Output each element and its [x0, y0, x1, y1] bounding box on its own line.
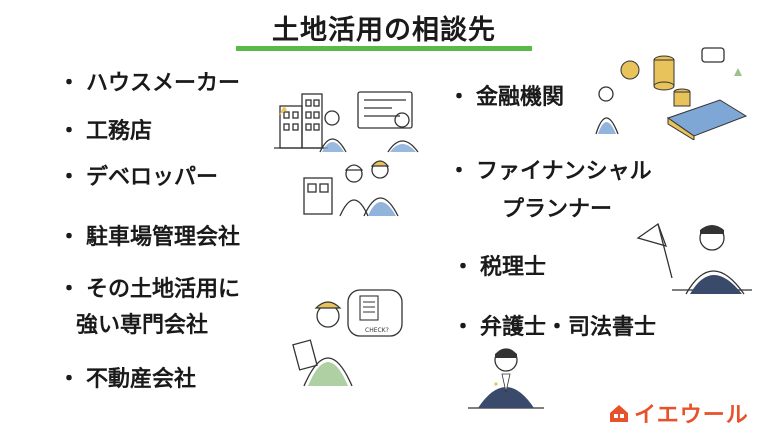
- list-item: ・弁護士・司法書士: [452, 315, 657, 340]
- title-underline: [236, 46, 532, 51]
- house-icon: [610, 405, 628, 422]
- lawyer-illustration: [468, 348, 544, 409]
- list-item-continuation: プランナー: [502, 197, 613, 222]
- list-item: ・ハウスメーカー: [58, 71, 241, 96]
- list-item: ・ファイナンシャル: [448, 159, 652, 184]
- list-item: ・デベロッパー: [58, 165, 219, 190]
- check-bubble-text: CHECK?: [365, 327, 389, 334]
- page-title: 土地活用の相談先: [272, 15, 496, 46]
- list-item: ・金融機関: [448, 85, 565, 110]
- list-item: ・税理士: [452, 255, 547, 280]
- list-item: ・その土地活用に: [58, 277, 241, 302]
- finance-illustration: [595, 47, 748, 140]
- buildings-illustration: [274, 91, 419, 153]
- brand-logo: イエウール: [608, 400, 749, 428]
- list-item: ・不動産会社: [58, 367, 197, 392]
- construction-workers-illustration: [303, 160, 399, 217]
- logo-text: イエウール: [634, 403, 749, 428]
- list-item: ・工務店: [58, 119, 153, 144]
- accountant-illustration: [636, 222, 752, 295]
- list-item-continuation: 強い専門会社: [76, 313, 209, 338]
- list-item: ・駐車場管理会社: [58, 225, 241, 250]
- inspector-illustration: CHECK?: [292, 289, 403, 387]
